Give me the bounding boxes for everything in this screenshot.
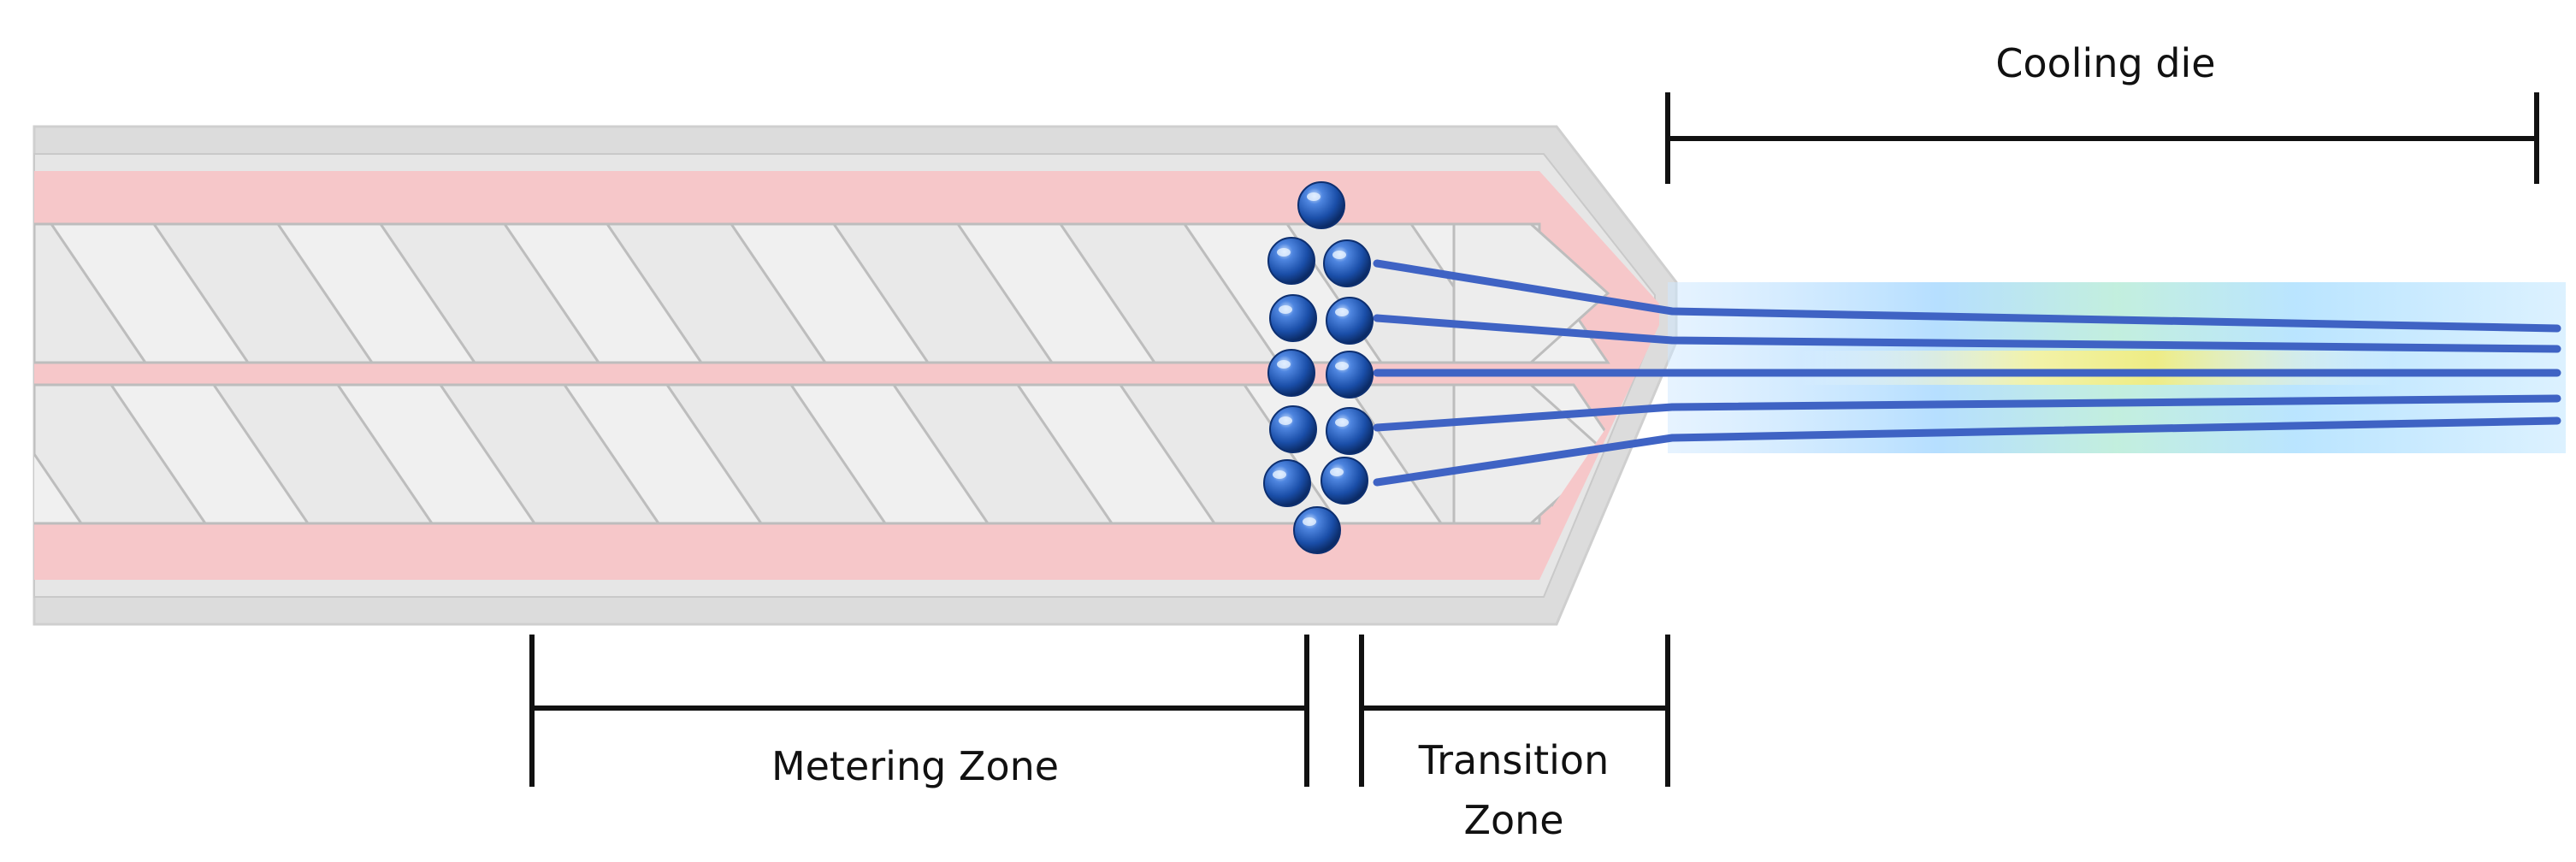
screw-flight xyxy=(0,224,21,363)
pellets xyxy=(1263,181,1374,554)
screw-flight xyxy=(1015,383,1217,525)
dimension-transition-zone xyxy=(1359,635,1670,787)
screw-flight xyxy=(275,222,477,364)
screw-flight xyxy=(502,222,704,364)
screw-flight xyxy=(109,383,310,525)
blue-sphere-icon xyxy=(1323,239,1371,287)
fiber-strand xyxy=(1373,259,2561,333)
fiber-strand xyxy=(1373,394,2561,432)
screw-flight xyxy=(729,222,931,364)
blue-sphere-icon xyxy=(1293,506,1341,554)
dimension-metering-zone xyxy=(529,635,1309,787)
blue-sphere-icon xyxy=(1320,457,1368,505)
blue-sphere-icon xyxy=(1269,294,1317,342)
blue-sphere-icon xyxy=(1267,237,1315,285)
screw-flight xyxy=(49,222,251,364)
label-transition-zone-line1: Transition xyxy=(1418,737,1609,783)
fiber-strand xyxy=(1373,314,2561,353)
dimension-cooling-die xyxy=(1665,92,2539,184)
blue-sphere-icon xyxy=(1326,297,1374,345)
die-core xyxy=(1796,351,2395,385)
label-metering-zone: Metering Zone xyxy=(771,743,1059,789)
fiber-strand xyxy=(1373,416,2561,487)
screw-flight xyxy=(335,383,537,525)
screw-flight xyxy=(34,383,84,525)
screw-flight xyxy=(562,383,764,525)
label-cooling-die: Cooling die xyxy=(1995,40,2215,86)
blue-sphere-icon xyxy=(1269,405,1317,453)
blue-sphere-icon xyxy=(1326,351,1374,399)
blue-sphere-icon xyxy=(1267,349,1315,397)
screw-flight xyxy=(955,222,1157,364)
blue-sphere-icon xyxy=(1263,459,1311,507)
blue-sphere-icon xyxy=(1326,407,1374,455)
fibers xyxy=(1373,259,2561,487)
screw-flight xyxy=(789,383,990,525)
blue-sphere-icon xyxy=(1297,181,1345,229)
label-transition-zone-line2: Zone xyxy=(1463,797,1563,843)
